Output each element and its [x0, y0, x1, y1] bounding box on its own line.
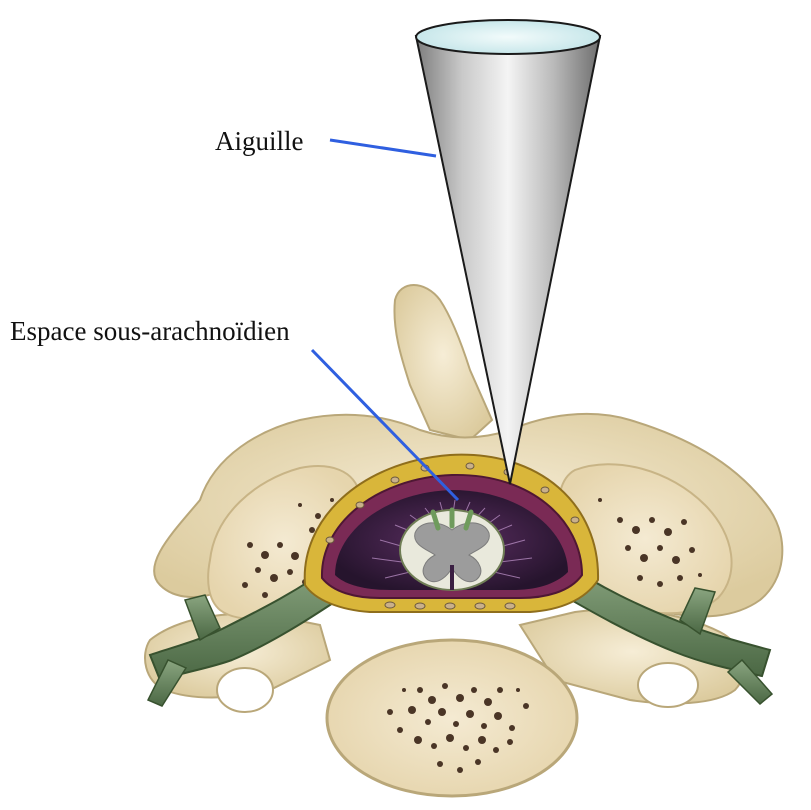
needle-label: Aiguille: [215, 128, 304, 155]
spinal-cord: [400, 510, 504, 590]
needle-leader-line: [330, 140, 436, 156]
subarachnoid-space-label: Espace sous-arachnoïdien: [10, 318, 290, 345]
